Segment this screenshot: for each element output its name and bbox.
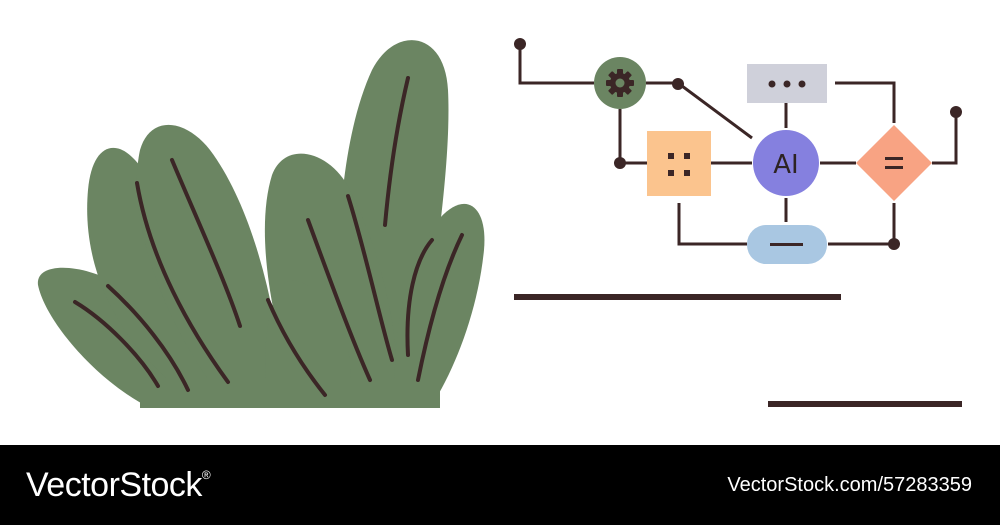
connector-dot	[614, 157, 626, 169]
connector-dot	[888, 238, 900, 250]
bush	[37, 40, 485, 408]
four-dot-icon	[668, 153, 690, 176]
watermark-bar: VectorStock® VectorStock.com/57283359	[0, 445, 1000, 525]
connector-dot	[514, 38, 526, 50]
connector-dots	[514, 38, 962, 250]
ai-label: AI	[773, 150, 798, 180]
connector-dot	[950, 106, 962, 118]
equals-node	[856, 125, 932, 201]
leaf-veins	[73, 76, 464, 397]
illustration: AI	[37, 38, 962, 408]
dots-node	[747, 64, 827, 103]
equals-icon	[885, 157, 903, 169]
brand-logo: VectorStock®	[26, 445, 211, 525]
bush-base	[140, 378, 440, 408]
credit-text: VectorStock.com/57283359	[727, 474, 972, 496]
brand-name: VectorStock	[26, 466, 202, 504]
leaf	[394, 203, 485, 408]
divider-line	[768, 401, 962, 407]
grid-node	[647, 131, 711, 196]
leaf	[265, 280, 351, 408]
minus-node	[747, 225, 827, 264]
gear-icon	[606, 69, 634, 97]
reg-mark: ®	[201, 468, 211, 482]
ai-node: AI	[753, 130, 819, 196]
minus-icon	[770, 243, 803, 246]
divider-line	[514, 294, 841, 300]
leaf	[136, 124, 285, 408]
ai-diagram: AI	[514, 38, 962, 264]
connector-dot	[672, 78, 684, 90]
gear-node	[594, 57, 646, 109]
dots-icon	[768, 80, 806, 88]
